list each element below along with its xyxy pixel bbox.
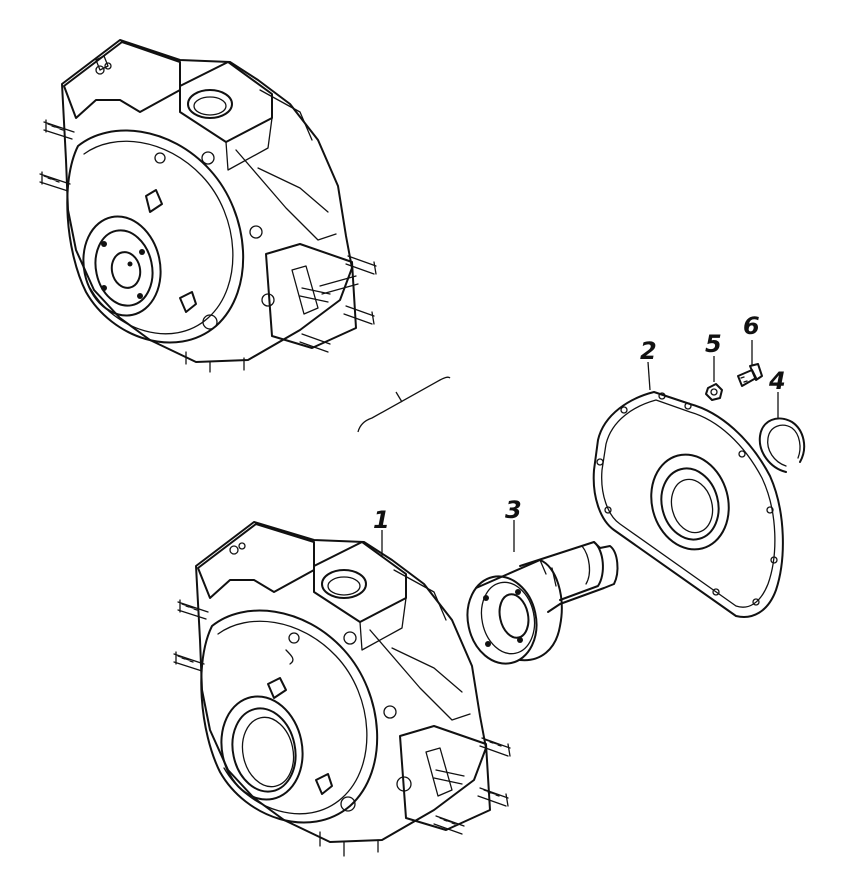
callout-2: 2 (640, 337, 657, 365)
shaft-part-3 (466, 541, 619, 665)
housing-part-1 (173, 521, 511, 857)
leader-2 (647, 361, 651, 391)
callout-6: 6 (743, 312, 760, 340)
callout-3: 3 (505, 496, 522, 524)
nut-part-5 (705, 383, 723, 401)
direction-mark (357, 376, 451, 433)
callout-leaders (381, 340, 779, 556)
snap-ring-part-4 (758, 417, 806, 473)
bolt-part-6 (737, 363, 763, 387)
callout-4: 4 (768, 367, 786, 395)
callout-5: 5 (705, 330, 722, 358)
cover-plate-part-2 (592, 391, 784, 618)
assembled-housing-top (39, 39, 377, 373)
callout-1: 1 (373, 506, 390, 534)
